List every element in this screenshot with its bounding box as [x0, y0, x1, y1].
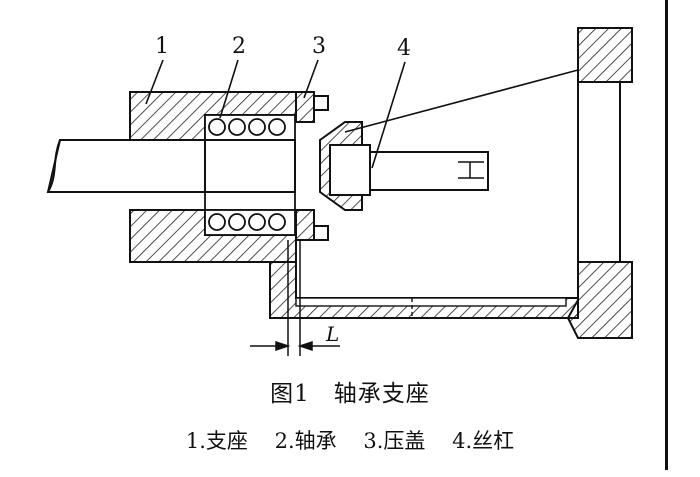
legend-item-support: 1.支座	[185, 429, 248, 453]
lead-screw-keyway	[458, 161, 484, 179]
legend-item-gland-cover: 3.压盖	[363, 429, 426, 453]
callout-4: 4	[397, 36, 411, 61]
dimension-l	[250, 240, 340, 356]
legend-item-lead-screw: 4.丝杠	[452, 429, 515, 453]
base-channel	[269, 261, 579, 319]
base-slot	[295, 297, 567, 307]
lead-screw-shaft	[369, 151, 489, 191]
figure-caption: 图1 轴承支座	[270, 381, 430, 407]
lead-screw-body	[329, 144, 371, 196]
gland-cover	[295, 91, 329, 241]
wall-leader-line	[344, 69, 579, 133]
page-edge-rule	[665, 0, 668, 470]
callout-1: 1	[155, 34, 169, 59]
dimension-label: L	[326, 322, 340, 346]
shaft-break-line	[47, 139, 61, 193]
callout-leaders	[145, 59, 406, 169]
parts-legend: 1.支座 2.轴承 3.压盖 4.丝杠	[0, 425, 700, 455]
wall-flange	[577, 81, 621, 263]
callout-3: 3	[312, 34, 326, 59]
legend-item-bearing: 2.轴承	[274, 429, 337, 453]
callout-2: 2	[232, 34, 246, 59]
bearing-inner-sleeve	[204, 139, 296, 193]
wall-upper	[577, 27, 633, 83]
bearing	[204, 114, 296, 236]
shaft	[46, 139, 206, 193]
